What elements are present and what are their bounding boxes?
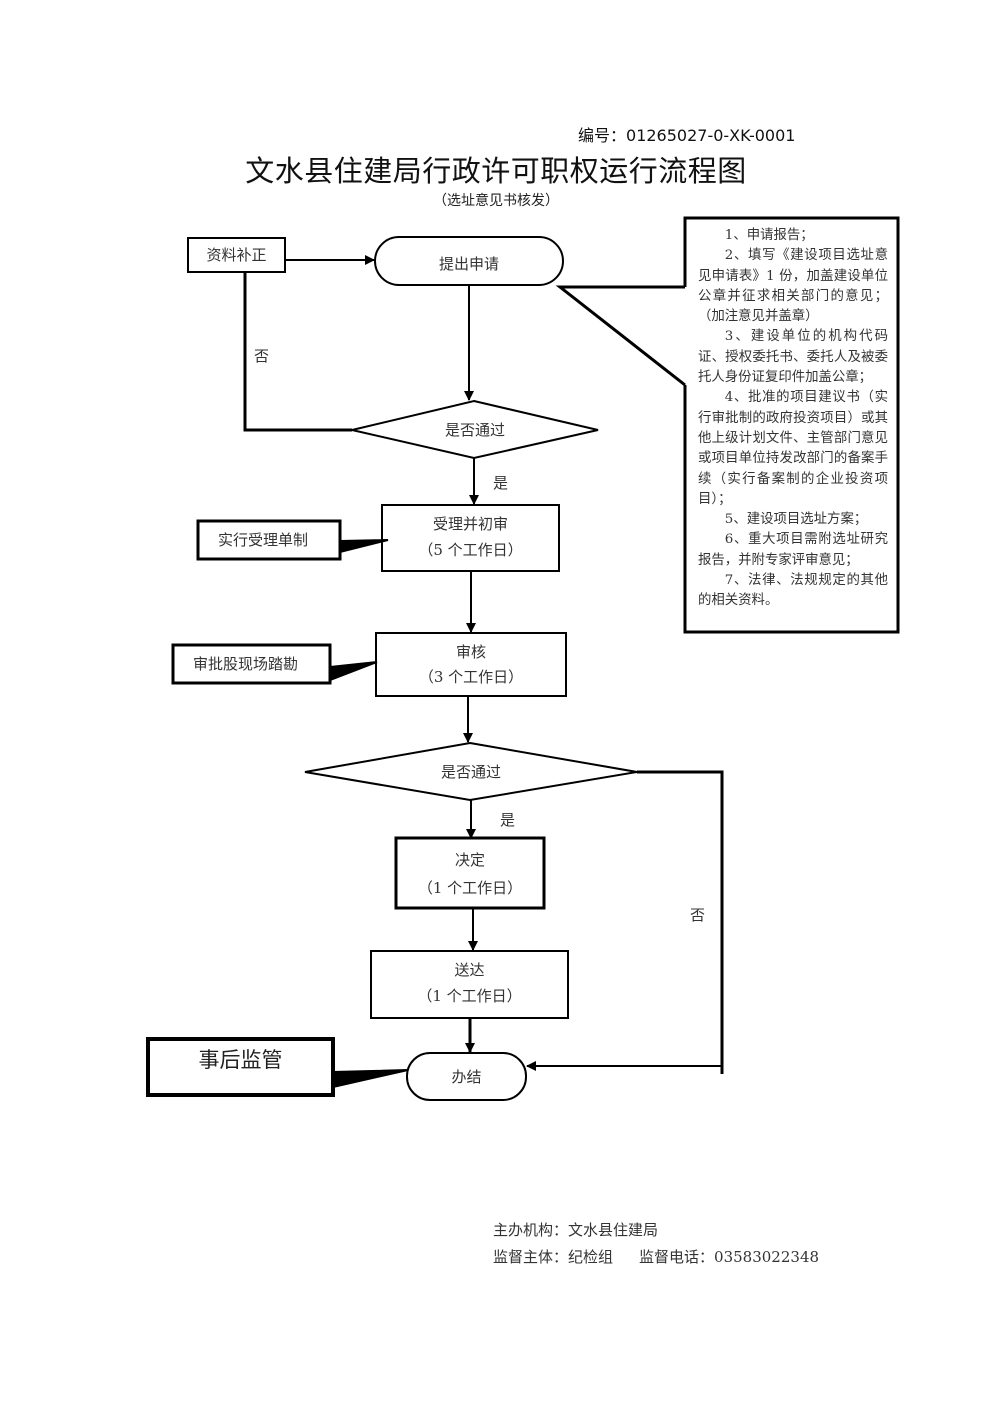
- footer-organizer: 主办机构：文水县住建局: [493, 1219, 658, 1240]
- finish-label: 办结: [451, 1068, 482, 1086]
- finish-terminal: [406, 1052, 527, 1101]
- accept-box: [381, 504, 560, 572]
- decision2-no-label: 否: [690, 906, 706, 924]
- requirement-item: 7、法律、法规规定的其他的相关资料。: [698, 573, 888, 609]
- requirement-item: 1、申请报告；: [724, 228, 814, 243]
- accept-note-connector: [339, 539, 389, 554]
- phone-value: 03583022348: [714, 1248, 820, 1266]
- decision1-yes-label: 是: [493, 474, 509, 492]
- page-title: 文水县住建局行政许可职权运行流程图: [245, 154, 747, 188]
- finish-note-label: 事后监管: [198, 1048, 283, 1072]
- decide-days: （1 个工作日）: [417, 879, 523, 897]
- review-title: 审核: [455, 643, 486, 661]
- decide-title: 决定: [454, 851, 485, 869]
- phone-label: 监督电话：: [639, 1248, 715, 1266]
- organizer-value: 文水县住建局: [568, 1221, 659, 1239]
- decision2-label: 是否通过: [440, 763, 501, 781]
- accept-note-label: 实行受理单制: [217, 531, 308, 549]
- decision2-yes-label: 是: [500, 811, 516, 829]
- decision1-no-loop: [243, 272, 352, 432]
- requirement-item: 4、批准的项目建议书（实行审批制的政府投资项目）或其他上级计划文件、主管部门意见…: [698, 390, 888, 507]
- doc-number-label: 编号：: [578, 126, 627, 145]
- doc-number-value: 01265027-0-XK-0001: [626, 126, 796, 145]
- doc-number: 编号：01265027-0-XK-0001: [578, 122, 795, 146]
- organizer-label: 主办机构：: [493, 1221, 569, 1239]
- accept-title: 受理并初审: [432, 515, 508, 533]
- deliver-title: 送达: [454, 961, 485, 979]
- deliver-days: （1 个工作日）: [417, 987, 522, 1005]
- review-note-label: 审批股现场踏勘: [192, 655, 298, 673]
- page-subtitle: （选址意见书核发）: [433, 193, 559, 209]
- apply-label: 提出申请: [438, 255, 499, 273]
- decide-box: [394, 836, 546, 910]
- accept-days: （5 个工作日）: [418, 541, 523, 559]
- footer-supervision: 监督主体：纪检组 监督电话：03583022348: [493, 1246, 819, 1267]
- deliver-box: [370, 950, 569, 1019]
- requirements-list: 1、申请报告； 2、填写《建设项目选址意见申请表》1 份，加盖建设单位公章并征求…: [698, 226, 888, 612]
- supplement-box: [187, 237, 286, 273]
- finish-note-connector: [332, 1069, 409, 1089]
- finish-note-box: [146, 1037, 335, 1097]
- decision2-no-path: [637, 770, 724, 1074]
- requirements-box-border: [683, 216, 900, 634]
- review-note-connector: [329, 661, 378, 682]
- supplement-label: 资料补正: [206, 246, 267, 264]
- supervisor-value: 纪检组: [568, 1248, 614, 1266]
- requirement-item: 2、填写《建设项目选址意见申请表》1 份，加盖建设单位公章并征求相关部门的意见；…: [698, 248, 888, 325]
- requirements-callout: [555, 285, 686, 387]
- requirement-item: 6、重大项目需附选址研究报告，并附专家评审意见；: [698, 532, 888, 568]
- accept-note-box: [196, 519, 342, 561]
- supervisor-label: 监督主体：: [493, 1248, 569, 1266]
- requirement-item: 5、建设项目选址方案；: [724, 512, 868, 528]
- review-days: （3 个工作日）: [418, 668, 524, 686]
- decision1-no-label: 否: [254, 347, 270, 365]
- review-box: [375, 632, 567, 697]
- review-note-box: [171, 643, 332, 685]
- requirement-item: 3、建设单位的机构代码证、授权委托书、委托人及被委托人身份证复印件加盖公章；: [698, 329, 888, 386]
- decision1-label: 是否通过: [444, 421, 505, 439]
